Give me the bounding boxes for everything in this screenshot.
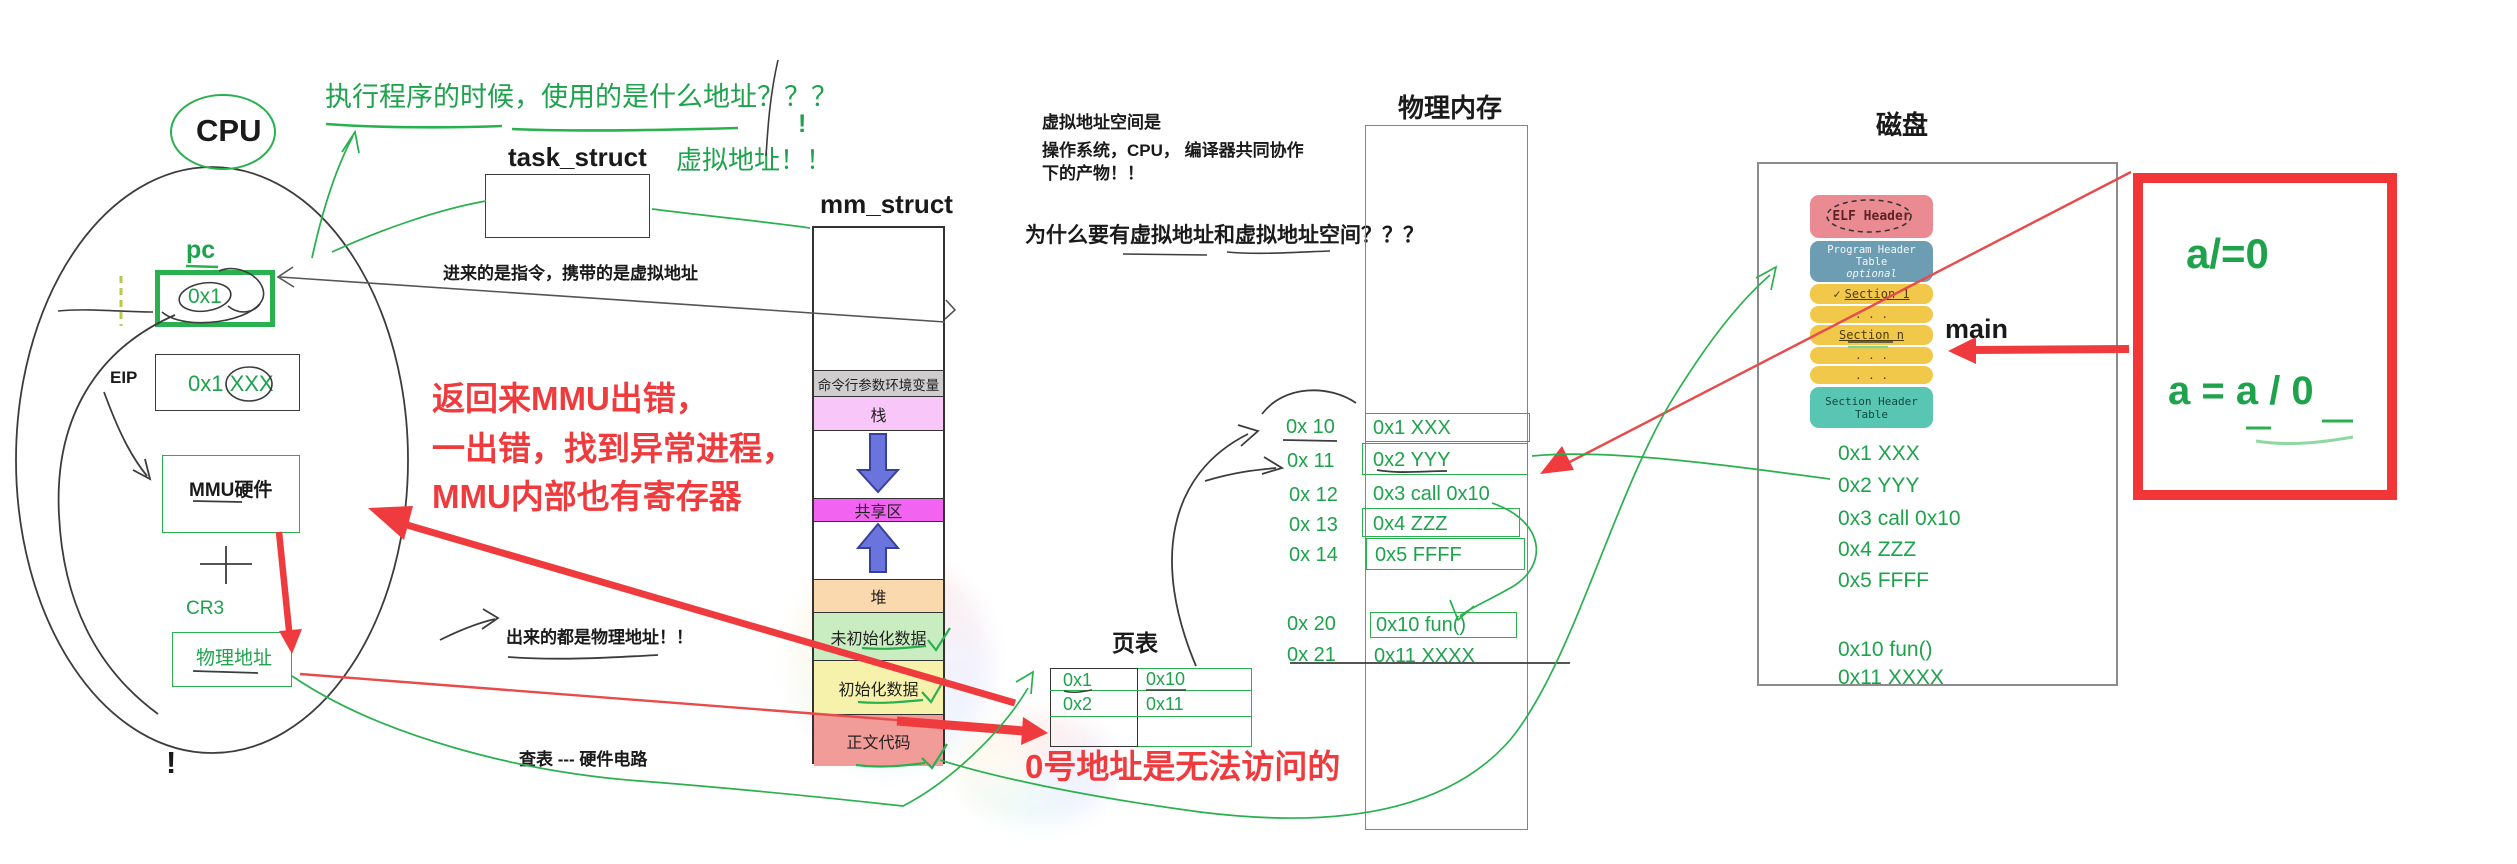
mmu-error-note-line1: 返回来MMU出错， — [432, 380, 709, 417]
question-underlines — [325, 122, 739, 132]
physical-memory-title: 物理内存 — [1398, 93, 1503, 123]
segment-stack-grow-gap — [814, 430, 943, 498]
page-table-title: 页表 — [1112, 630, 1158, 656]
elf-dots-segment: . . . — [1810, 366, 1933, 384]
elf-pht-line2: optional — [1846, 267, 1897, 280]
why-underlines — [1122, 250, 1331, 256]
physical-memory-column — [1365, 125, 1528, 830]
disk-code-line: 0x10 fun() — [1838, 638, 1933, 661]
elf-section1-segment: ✓ Section 1 — [1810, 284, 1933, 304]
memory-cell-value: 0x3 call 0x10 — [1373, 483, 1490, 505]
pc-value: 0x1 — [188, 285, 222, 308]
table-lookup-note: 查表 --- 硬件电路 — [519, 750, 648, 769]
code-line-2: a = a / 0 — [2168, 369, 2314, 413]
segment-text-code: 正文代码 — [814, 714, 943, 766]
pc-register-label: pc — [186, 236, 216, 264]
mm-struct-label: mm_struct — [820, 189, 953, 219]
elf-pht-line1: Program Header Table — [1827, 243, 1916, 268]
elf-program-header-segment: Program Header Table optional — [1810, 241, 1933, 282]
disk-code-line: 0x5 FFFF — [1838, 569, 1930, 592]
exec-address-question: 执行程序的时候，使用的是什么地址？？？ — [325, 82, 838, 112]
page-table-row-line — [1050, 716, 1252, 717]
physical-address-label: 物理地址 — [196, 648, 273, 669]
pt-virtual-addr: 0x1 — [1063, 670, 1093, 690]
disk-code-line: 0x2 YYY — [1838, 474, 1920, 497]
memory-cell-value: 0x5 FFFF — [1375, 544, 1462, 566]
memory-cell-value: 0x1 XXX — [1373, 417, 1451, 439]
arrow-to-mmu — [103, 391, 152, 481]
elf-sectionN-segment: Section n — [1810, 325, 1933, 345]
disk-code-line: 0x11 XXXX — [1838, 666, 1944, 689]
green-arrow-to-question — [311, 129, 360, 259]
outgoing-physical-note: 出来的都是物理地址！！ — [506, 628, 693, 647]
vas-definition-line1: 虚拟地址空间是 — [1042, 113, 1161, 132]
disk-code-line: 0x1 XXX — [1838, 442, 1920, 465]
main-function-label: main — [1945, 314, 2009, 344]
mmu-error-note-line2: 一出错，找到异常进程， — [432, 430, 795, 467]
elf-section-header-table-segment: Section Header Table — [1810, 387, 1933, 428]
code-line-1: a/=0 — [2186, 230, 2269, 277]
memory-cell-value: 0x4 ZZZ — [1373, 513, 1448, 535]
green-line-to-task-struct — [331, 200, 487, 253]
elf-dots-segment: . . . — [1810, 347, 1933, 364]
disk-code-line: 0x4 ZZZ — [1838, 538, 1917, 561]
green-exclaim-mark: ! — [798, 110, 807, 138]
vas-definition-line2: 操作系统，CPU， 编译器共同协作 — [1042, 141, 1304, 160]
mmu-hardware-label: MMU硬件 — [189, 480, 273, 501]
disk-title: 磁盘 — [1876, 110, 1929, 140]
virtual-address-answer: 虚拟地址！！ — [676, 145, 833, 175]
pc-underline — [185, 264, 219, 269]
eip-value: 0x1 XXX — [188, 371, 274, 396]
phys-addr-label: 0x 12 — [1289, 484, 1338, 506]
pt-physical-addr: 0x10 — [1146, 669, 1186, 689]
segment-heap: 堆 — [814, 579, 943, 612]
phys-addr-label: 0x 11 — [1287, 450, 1335, 472]
elf-dots-segment: . . . — [1810, 306, 1933, 323]
task-struct-label: task_struct — [508, 142, 647, 172]
section1-check-icon: ✓ — [1833, 287, 1841, 301]
elf-sectionN-label: Section n — [1838, 328, 1905, 342]
disk-code-line: 0x3 call 0x10 — [1838, 507, 1961, 530]
task-struct-box — [485, 174, 650, 238]
segment-shared-area: 共享区 — [814, 498, 943, 521]
mmu-error-note-line3: MMU内部也有寄存器 — [432, 478, 742, 515]
pt-virtual-addr: 0x2 — [1063, 694, 1093, 714]
segment-uninitialized-data: 未初始化数据 — [814, 612, 943, 660]
elf-section1-label: Section 1 — [1844, 287, 1910, 301]
phys-addr-label: 0x 21 — [1287, 644, 1336, 666]
cpu-label: CPU — [196, 113, 262, 148]
cpu-exclaim-mark: ! — [166, 745, 177, 780]
code-highlight-box — [2133, 173, 2397, 500]
phys-addr-label: 0x 13 — [1289, 514, 1338, 536]
eip-register-label: EIP — [110, 368, 138, 387]
phys-addr-label: 0x 20 — [1287, 613, 1336, 635]
memory-cell-value: 0x11 XXXX — [1374, 645, 1475, 667]
segment-initialized-data: 初始化数据 — [814, 660, 943, 714]
zero-address-note: 0号地址是无法访问的 — [1025, 748, 1341, 785]
phys-addr-label: 0x 14 — [1289, 544, 1338, 566]
memory-cell-value: 0x2 YYY — [1373, 449, 1451, 471]
elf-header-segment: ELF Header — [1810, 195, 1933, 238]
why-virtual-question: 为什么要有虚拟地址和虚拟地址空间？？？ — [1025, 224, 1424, 247]
pt-physical-addr: 0x11 — [1146, 694, 1184, 714]
memory-cell-value: 0x10 fun() — [1376, 614, 1467, 636]
phys-addr-label: 0x 10 — [1286, 416, 1335, 438]
segment-cmdline-env: 命令行参数环境变量 — [814, 370, 943, 396]
cr3-register-label: CR3 — [186, 598, 225, 619]
segment-stack: 栈 — [814, 396, 943, 430]
incoming-instruction-note: 进来的是指令，携带的是虚拟地址 — [443, 264, 698, 283]
mm-struct-column: 命令行参数环境变量 栈 共享区 堆 未初始化数据 初始化数据 正文代码 — [812, 226, 945, 766]
vas-definition-line3: 下的产物！！ — [1042, 164, 1144, 183]
green-line-task-to-mm — [651, 208, 811, 229]
elf-pht-text: Program Header Table optional — [1810, 244, 1933, 280]
segment-heap-grow-gap — [814, 521, 943, 579]
